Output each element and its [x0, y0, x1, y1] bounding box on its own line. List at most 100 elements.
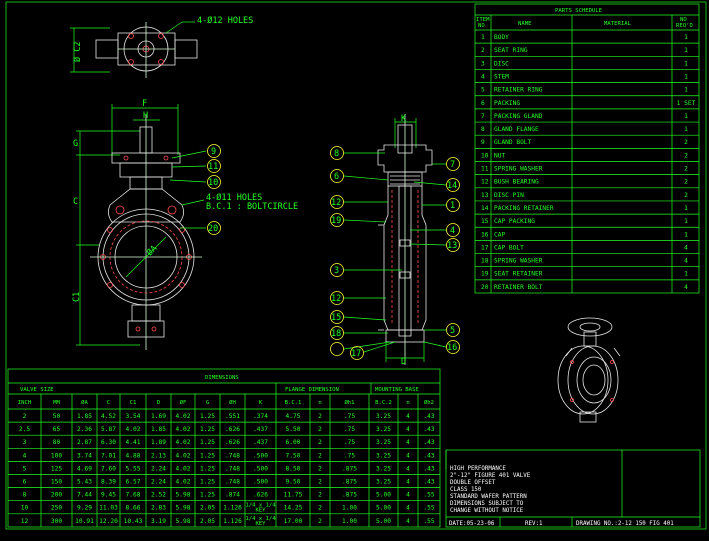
- dims-cell: .748: [225, 465, 240, 472]
- dims-cell: 9.50: [286, 479, 301, 486]
- dims-cell: 4.02: [176, 439, 191, 446]
- parts-header-material: MATERIAL: [604, 21, 632, 27]
- parts-header-item: ITEM: [476, 17, 490, 23]
- dims-cell: 1.25: [200, 413, 215, 420]
- dims-cell: 3.25: [376, 413, 391, 420]
- dims-cell: 12.20: [99, 518, 118, 525]
- parts-item-req: 1: [684, 231, 688, 238]
- dims-cell: 7.44: [77, 492, 92, 499]
- dims-cell: 65: [53, 426, 61, 433]
- dimensions-valve-size: VALVE SIZE: [20, 387, 54, 393]
- dims-cell: 11.03: [99, 505, 118, 512]
- dims-cell: 1.89: [151, 439, 166, 446]
- dims-cell: 4.02: [176, 479, 191, 486]
- parts-item-no: 18: [481, 258, 489, 265]
- dims-column-header: INCH: [18, 400, 31, 406]
- dim-g-label: G: [73, 139, 78, 149]
- dims-cell: 3.74: [77, 452, 92, 459]
- dims-cell: 10.43: [124, 518, 143, 525]
- section-view: [343, 114, 447, 365]
- balloon-section-right: 4: [450, 226, 455, 236]
- dims-column-header: n: [318, 400, 321, 406]
- title-line: HIGH PERFORMANCE: [450, 466, 506, 472]
- parts-item-no: 1: [481, 34, 485, 41]
- balloon-section-right: 5: [450, 326, 455, 336]
- dims-cell: 2: [318, 413, 322, 420]
- dims-cell: 7.60: [101, 465, 116, 472]
- parts-item-req: 1: [684, 60, 688, 67]
- parts-item-no: 20: [481, 284, 489, 291]
- dims-cell: .500: [253, 465, 268, 472]
- dims-column-header: ØF: [180, 399, 187, 406]
- title-rev: REV:1: [525, 521, 543, 527]
- dims-cell: 4.41: [126, 439, 141, 446]
- parts-item-no: 10: [481, 152, 489, 159]
- dims-column-header: ØH: [229, 399, 236, 406]
- parts-item-no: 5: [481, 87, 485, 94]
- dims-cell: 4.02: [176, 465, 191, 472]
- parts-item-no: 17: [481, 244, 489, 251]
- parts-item-name: STEM: [494, 73, 509, 80]
- dims-cell: 6.30: [101, 439, 116, 446]
- parts-header-name: NAME: [518, 21, 532, 27]
- dims-cell: .43: [423, 479, 434, 486]
- balloon-section-right: 16: [447, 343, 457, 353]
- dims-cell: 3.25: [376, 452, 391, 459]
- dims-cell: 12: [21, 518, 29, 525]
- parts-item-no: 8: [481, 126, 485, 133]
- parts-item-name: CAP BOLT: [494, 244, 524, 251]
- balloon-section-left: 19: [331, 216, 341, 226]
- dims-cell: .626: [225, 439, 240, 446]
- dims-cell: .437: [253, 439, 268, 446]
- parts-item-name: SPRING WASHER: [494, 258, 543, 265]
- title-line: DIMENSIONS SUBJECT TO: [450, 501, 524, 507]
- parts-item-no: 15: [481, 218, 489, 225]
- dims-cell: 5.50: [286, 426, 301, 433]
- sheet-border: [5, 1, 707, 530]
- dims-cell: 300: [51, 518, 62, 525]
- dims-cell: 2.13: [151, 452, 166, 459]
- dims-cell: 9.29: [77, 505, 92, 512]
- parts-item-req: 1: [684, 126, 688, 133]
- section-balloons-right: [446, 157, 460, 354]
- parts-item-name: NUT: [494, 152, 505, 159]
- title-block: [445, 449, 701, 528]
- title-line: 2"-12" FIGURE 401 VALVE: [450, 473, 531, 479]
- dims-cell: 4: [406, 439, 410, 446]
- dims-cell: .55: [423, 492, 434, 499]
- holes-mid-callout-2: B.C.1 : BOLTCIRCLE: [206, 202, 298, 212]
- dims-cell: .75: [344, 413, 355, 420]
- dims-cell: 1.00: [342, 518, 357, 525]
- parts-item-name: RETAINER RING: [494, 87, 543, 94]
- parts-item-name: PACKING: [494, 100, 520, 107]
- dims-cell: .437: [253, 426, 268, 433]
- parts-item-name: PACKING RETAINER: [494, 205, 554, 212]
- dim-c2-label: Ø C2: [72, 42, 83, 62]
- dims-cell: 2: [318, 492, 322, 499]
- dims-cell: .748: [225, 479, 240, 486]
- parts-item-name: RETAINER BOLT: [494, 284, 543, 291]
- parts-item-name: BODY: [494, 34, 509, 41]
- dims-cell: 2.05: [200, 505, 215, 512]
- dims-cell: 4: [406, 518, 410, 525]
- holes-top-callout: 4-Ø12 HOLES: [197, 15, 253, 26]
- balloon-section-left: 12: [331, 294, 341, 304]
- parts-item-req: 1 SET: [677, 100, 696, 107]
- balloon-section-right: 13: [447, 241, 457, 251]
- dimensions-flange-group: FLANGE DIMENSION: [285, 387, 339, 393]
- dims-cell: 2.24: [151, 465, 166, 472]
- parts-item-name: PACKING GLAND: [494, 113, 543, 120]
- dims-cell: .43: [423, 413, 434, 420]
- parts-item-req: 2: [684, 152, 688, 159]
- dims-cell: 5.00: [376, 518, 391, 525]
- dimensions-mount-group: MOUNTING BASE: [375, 387, 419, 393]
- dims-cell: 4: [23, 452, 27, 459]
- parts-item-no: 11: [481, 166, 489, 173]
- dims-cell: 5.98: [176, 492, 191, 499]
- dims-cell: .874: [225, 492, 240, 499]
- dims-cell: 6: [23, 479, 27, 486]
- dims-column-header: D: [157, 400, 161, 406]
